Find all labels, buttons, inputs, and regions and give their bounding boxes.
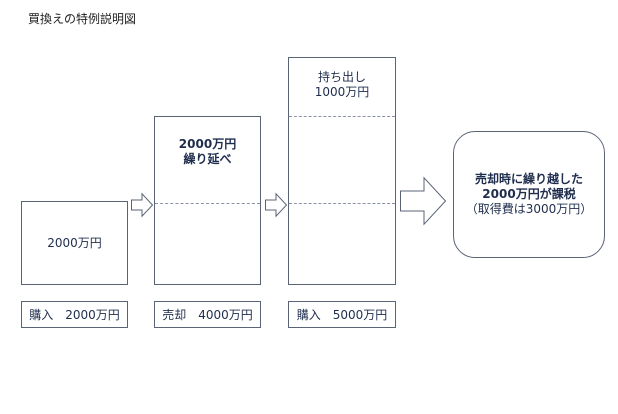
arrow-right-icon	[265, 192, 288, 218]
sale-4000-label: 売却 4000万円	[154, 301, 261, 328]
carry-out-text: 持ち出し 1000万円	[289, 70, 395, 100]
purchase-2000-box: 2000万円	[21, 201, 128, 285]
arrow-right-icon	[400, 176, 447, 226]
result-line2: 2000万円が課税	[482, 187, 576, 201]
purchase-5000-label: 購入 5000万円	[288, 301, 396, 328]
purchase-5000-label-text: 購入 5000万円	[296, 308, 388, 322]
result-line1: 売却時に繰り越した	[474, 172, 583, 186]
purchase-5000-divider	[289, 203, 395, 204]
purchase-5000-box: 持ち出し 1000万円	[288, 57, 396, 285]
deferred-amount: 2000万円	[178, 137, 237, 151]
result-line3: （取得費は3000万円）	[465, 202, 593, 216]
purchase-2000-label-text: 購入 2000万円	[29, 308, 120, 322]
carry-out-amount: 1000万円	[314, 85, 370, 99]
page-title: 買換えの特例説明図	[28, 12, 137, 26]
carry-divider	[289, 116, 395, 117]
purchase-2000-value: 2000万円	[47, 235, 102, 250]
purchase-2000-label: 購入 2000万円	[21, 301, 128, 328]
sale-4000-box: 2000万円 繰り延べ	[154, 116, 261, 285]
arrow-right-icon	[131, 192, 154, 218]
deferred-label: 繰り延べ	[183, 152, 232, 166]
deferred-text: 2000万円 繰り延べ	[155, 137, 260, 167]
carry-out-label: 持ち出し	[317, 70, 366, 84]
sale-4000-label-text: 売却 4000万円	[162, 308, 253, 322]
sale-4000-divider	[155, 203, 260, 204]
taxation-result-box: 売却時に繰り越した 2000万円が課税 （取得費は3000万円）	[453, 131, 605, 258]
